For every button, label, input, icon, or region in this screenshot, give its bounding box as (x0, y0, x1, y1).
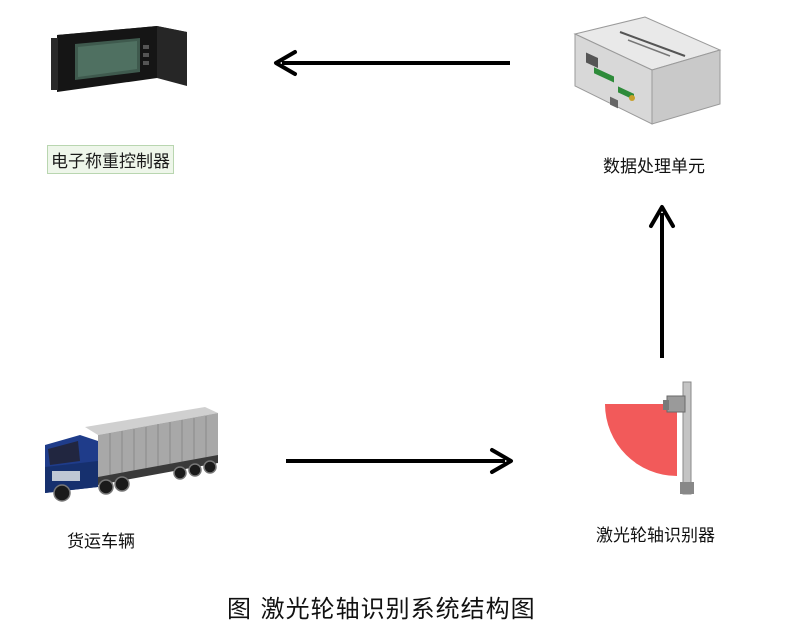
arrow-laser-to-processor (649, 205, 675, 358)
arrow-processor-to-controller (274, 50, 510, 76)
controller-node (45, 20, 195, 115)
truck-node (40, 405, 225, 505)
rack-controller-icon (51, 26, 187, 92)
controller-label: 电子称重控制器 (47, 145, 174, 174)
laser-scanner-icon (605, 381, 694, 495)
figure-caption: 图 激光轮轴识别系统结构图 (227, 595, 536, 623)
truck-label: 货运车辆 (67, 532, 135, 552)
processor-node (570, 12, 725, 130)
laser-node (595, 378, 710, 496)
data-processing-unit-icon (573, 16, 722, 125)
freight-truck-icon (45, 407, 218, 502)
processor-label: 数据处理单元 (603, 157, 705, 177)
laser-label: 激光轮轴识别器 (596, 526, 715, 546)
arrow-truck-to-laser (286, 448, 513, 474)
